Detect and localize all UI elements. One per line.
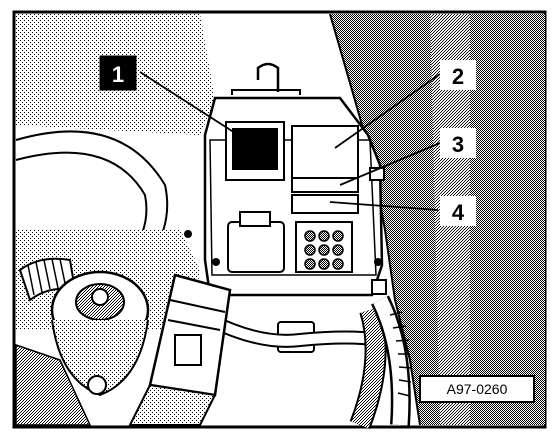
callout-3-label: 3 xyxy=(452,132,464,157)
reference-code-text: A97-0260 xyxy=(447,381,508,397)
callout-4: 4 xyxy=(440,196,476,226)
fuse-relay-box xyxy=(184,62,387,353)
callout-2: 2 xyxy=(440,60,476,90)
callout-3: 3 xyxy=(440,128,476,158)
callout-1: 1 xyxy=(99,55,137,91)
relay-slot-3 xyxy=(291,177,359,193)
callout-4-label: 4 xyxy=(452,200,465,225)
figure-reference-code: A97-0260 xyxy=(419,375,535,403)
relay-1 xyxy=(232,128,278,170)
engine-bay-background xyxy=(15,13,545,426)
callout-2-label: 2 xyxy=(452,64,464,89)
connector-plug xyxy=(128,273,232,426)
relay-2 xyxy=(291,125,359,179)
callout-1-label: 1 xyxy=(112,62,124,87)
wiring-harness xyxy=(203,295,412,429)
callout-leaders xyxy=(139,71,441,211)
